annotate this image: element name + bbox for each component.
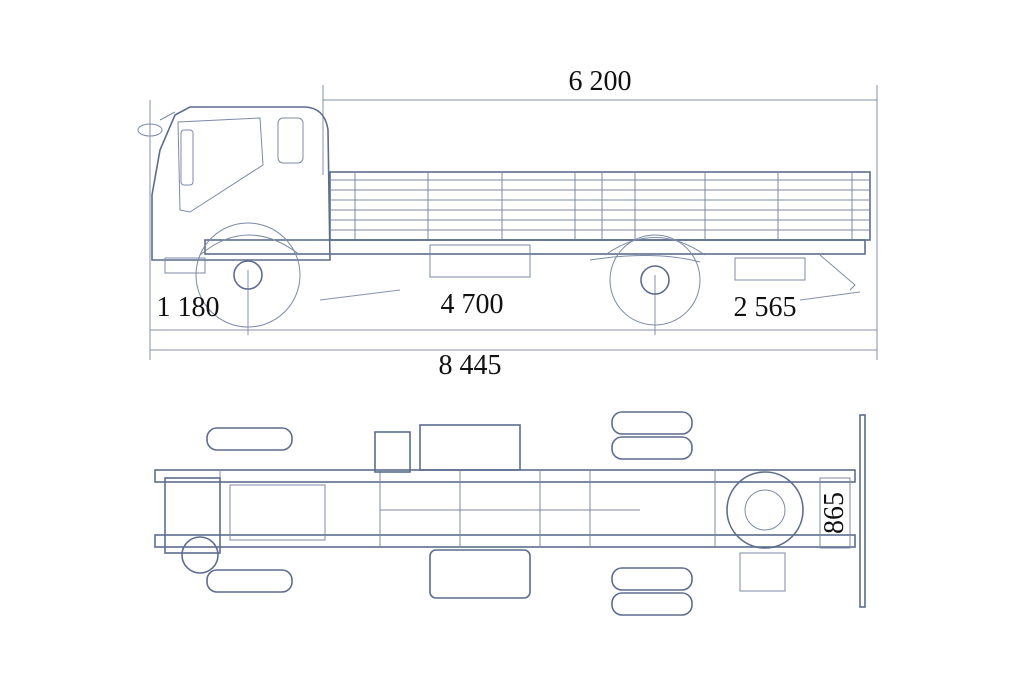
overall-length-label: 8 445 (439, 350, 502, 381)
front-overhang-label: 1 180 (157, 292, 220, 323)
rear-overhang-label: 2 565 (734, 292, 797, 323)
chassis-top-view (154, 411, 866, 616)
body-length-label: 6 200 (569, 66, 632, 97)
dimension-lines (149, 85, 878, 360)
truck-side-view (137, 106, 871, 328)
wheelbase-label: 4 700 (441, 289, 504, 320)
frame-width-label: 865 (819, 492, 850, 534)
